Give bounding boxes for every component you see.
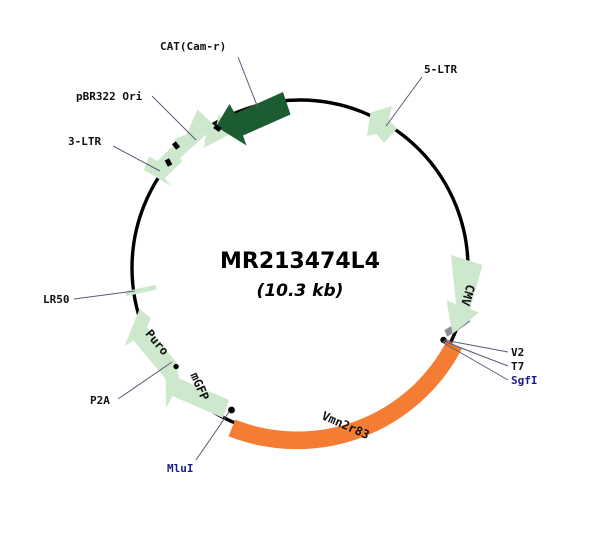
feature-pbr322-ori[interactable] <box>174 109 229 161</box>
leader-p2a <box>117 361 173 400</box>
leader-sgfi <box>441 341 509 381</box>
cut-site-ticks <box>164 123 447 414</box>
callout-leader-lines <box>73 56 509 461</box>
callout-label-v2: V2 <box>511 346 524 359</box>
plasmid-name: MR213474L4 <box>220 249 380 274</box>
callout-label-cat: CAT(Cam-r) <box>160 40 226 53</box>
callout-label-pbr322-ori: pBR322 Ori <box>76 90 143 103</box>
callout-label-sgfi: SgfI <box>511 374 538 387</box>
callout-label-lr50: LR50 <box>43 293 70 306</box>
callout-label-mlui: MluI <box>167 462 194 475</box>
leader-cat <box>237 56 259 109</box>
leader-mlui <box>195 411 230 461</box>
callout-label-t7: T7 <box>511 360 524 373</box>
leader-5ltr <box>385 76 423 127</box>
feature-label-cmv: CMV <box>458 283 477 308</box>
leader-lr50 <box>73 290 136 300</box>
leader-t7 <box>442 340 509 367</box>
callout-label-5ltr: 5-LTR <box>424 63 457 76</box>
feature-3ltr[interactable] <box>144 144 182 187</box>
feature-cmv[interactable]: CMV <box>446 255 483 334</box>
feature-cat[interactable] <box>216 92 291 146</box>
leader-3ltr <box>112 145 161 172</box>
plasmid-size: (10.3 kb) <box>257 281 344 301</box>
feature-vmn2r83[interactable]: Vmn2r83 <box>228 340 463 450</box>
feature-lr50[interactable] <box>125 284 157 297</box>
feature-puro[interactable]: Puro <box>124 309 181 380</box>
callout-label-3ltr: 3-LTR <box>68 135 101 148</box>
leader-v2 <box>443 339 509 353</box>
leader-pbr322ori <box>151 95 197 141</box>
callout-label-p2a: P2A <box>90 394 110 407</box>
feature-5ltr[interactable] <box>367 106 397 143</box>
